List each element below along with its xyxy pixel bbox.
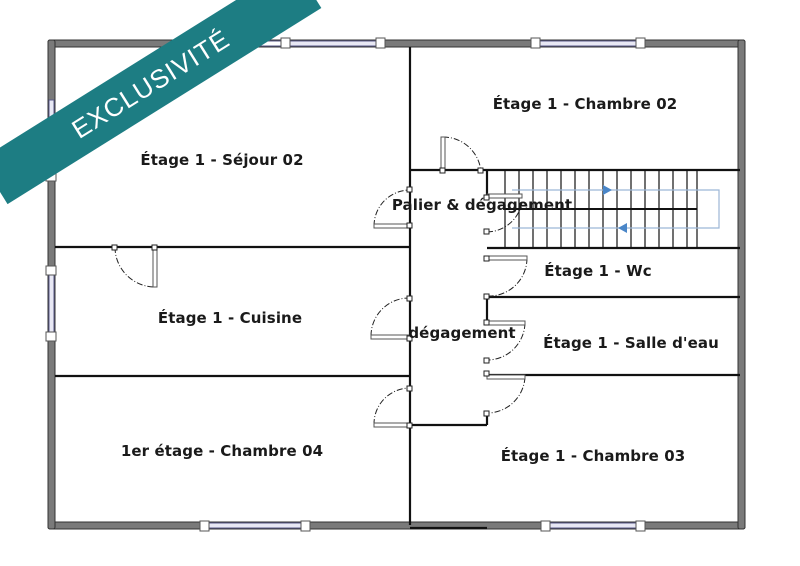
door-hinges [111,167,490,429]
room-label-sejour: Étage 1 - Séjour 02 [140,151,304,169]
room-label-chambre-02: Étage 1 - Chambre 02 [492,95,678,113]
door-leaves [152,136,528,428]
room-label-degagement: dégagement [408,324,516,342]
room-label-wc: Étage 1 - Wc [544,262,652,280]
stair-arrow-down-icon [618,223,627,233]
room-label-salle-eau: Étage 1 - Salle d'eau [543,334,719,352]
stair-arrow-up-icon [603,185,612,195]
doors [114,136,528,426]
room-label-chambre-03: Étage 1 - Chambre 03 [500,447,686,465]
staircase [504,170,698,248]
stair-path [512,189,720,229]
room-label-chambre-04: 1er étage - Chambre 04 [120,442,324,460]
room-label-cuisine: Étage 1 - Cuisine [157,309,303,327]
room-label-palier: Palier & dégagement [391,196,573,214]
